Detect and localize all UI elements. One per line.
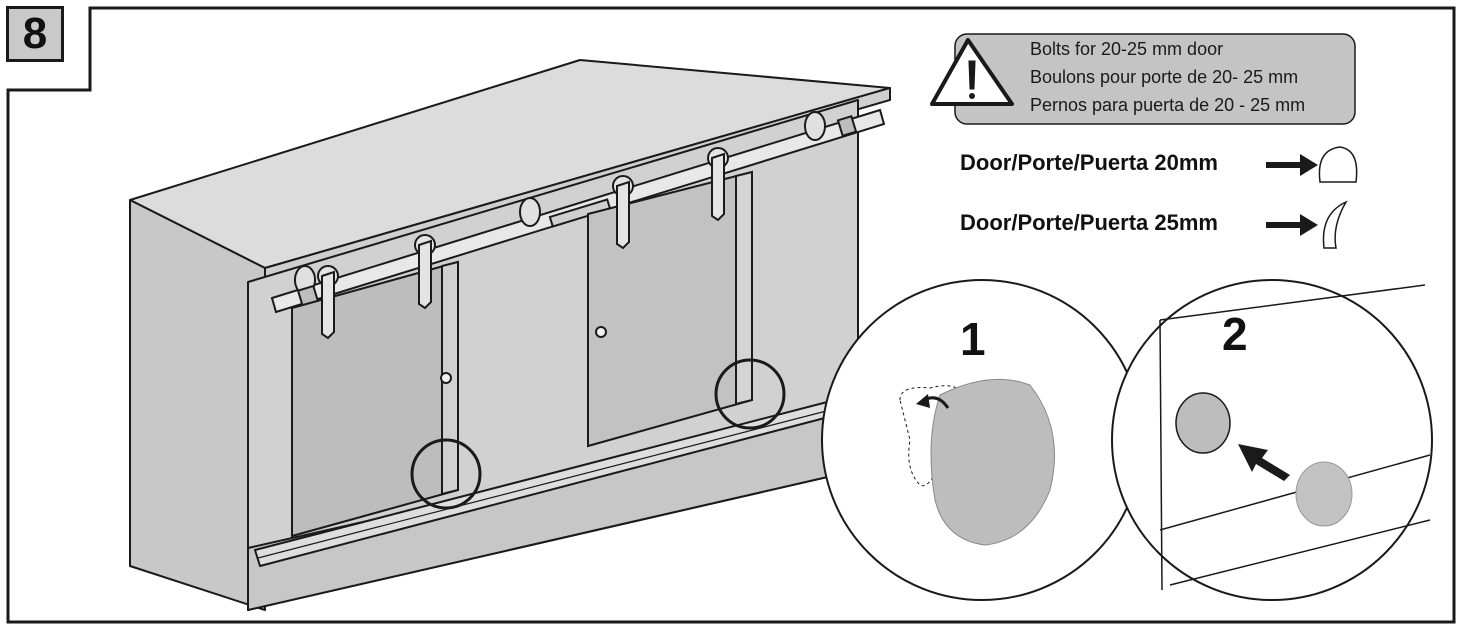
- door-right-panel: [587, 170, 753, 448]
- door-right-handle: [595, 326, 607, 338]
- warning-exclamation-dot: [969, 93, 975, 99]
- detail-2-circle: [1111, 279, 1433, 601]
- door-option-20mm-label: Door/Porte/Puerta 20mm: [960, 150, 1218, 175]
- door-option-25mm-label: Door/Porte/Puerta 25mm: [960, 210, 1218, 235]
- diagram-frame: [6, 6, 1456, 624]
- door-hangers: [317, 147, 729, 340]
- step-number-badge: 8: [6, 6, 64, 62]
- track-end-stop-right: [836, 115, 858, 137]
- warning-line-fr: Boulons pour porte de 20- 25 mm: [1030, 67, 1298, 87]
- detail-2-number: 2: [1222, 308, 1248, 360]
- insert-arrow-icon: [1238, 444, 1290, 481]
- door-left-panel: [291, 260, 459, 538]
- highlight-circle-left: [410, 438, 482, 510]
- detail-2-rail-bottom: [1169, 519, 1431, 586]
- track-standoff-2: [519, 197, 541, 227]
- cap-full-dome-icon: [1318, 146, 1358, 183]
- detail-2-cap: [1295, 461, 1353, 527]
- hanger-2: [414, 234, 436, 310]
- arrow-right-icon: [1266, 214, 1318, 236]
- hanger-2-strap: [418, 239, 432, 310]
- hanger-3-strap: [616, 180, 630, 250]
- cap-cut-dome-icon: [1322, 200, 1348, 249]
- guide-groove: [257, 407, 839, 559]
- detail-2-rail-top: [1159, 454, 1431, 531]
- warning-exclamation: [968, 60, 976, 90]
- hanger-1-strap: [321, 270, 335, 340]
- door-right-edge: [735, 170, 753, 406]
- door-left: [291, 260, 459, 538]
- rotate-arrowhead: [916, 394, 930, 408]
- detail-2-door-edge-side: [1159, 319, 1163, 591]
- warning-line-en: Bolts for 20-25 mm door: [1030, 39, 1223, 59]
- highlight-circle-right: [714, 358, 786, 430]
- cabinet-side: [129, 199, 266, 611]
- door-left-handle: [440, 372, 452, 384]
- detail-1-dashed-outline: [899, 385, 966, 487]
- track-standoff-3: [804, 111, 826, 141]
- arrow-right-icon: [1266, 154, 1318, 176]
- detail-1-cap: [930, 378, 1055, 546]
- door-option-25mm: Door/Porte/Puerta 25mm: [960, 200, 1348, 249]
- detail-view-1: 1: [821, 279, 1143, 601]
- detail-2-bolt-hole: [1175, 392, 1231, 454]
- cabinet: [129, 59, 891, 611]
- detail-view-2: 2: [1111, 279, 1433, 601]
- track-joint: [548, 198, 612, 228]
- detail-2-door-edge-top: [1159, 284, 1426, 321]
- hanger-1: [317, 265, 339, 340]
- hanger-3: [612, 175, 634, 250]
- warning-line-es: Pernos para puerta de 20 - 25 mm: [1030, 95, 1305, 115]
- detail-1-number: 1: [960, 313, 986, 365]
- step-number: 8: [22, 9, 48, 58]
- hanger-4: [707, 147, 729, 222]
- door-right: [587, 170, 753, 448]
- door-option-20mm: Door/Porte/Puerta 20mm: [960, 146, 1358, 183]
- hanger-4-strap: [711, 152, 725, 222]
- warning-callout: Bolts for 20-25 mm door Boulons pour por…: [930, 33, 1356, 125]
